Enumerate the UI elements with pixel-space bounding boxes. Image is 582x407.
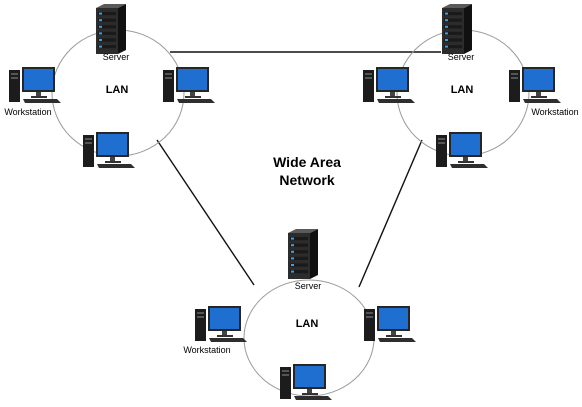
wan-link-3 [358,139,423,288]
wan-title-line1: Wide Area [273,154,341,170]
lan3-workstation-label: Workstation [183,345,231,355]
lan1-workstation-bottom-icon [83,132,135,168]
lan2-server-icon [442,4,472,54]
wan-title: Wide Area Network [273,153,341,189]
wan-title-line2: Network [279,172,335,188]
lan3-workstation-left-icon [195,306,247,342]
lan1-workstation-label: Workstation [4,107,52,117]
lan3-server-label: Server [294,281,322,291]
lan2-workstation-right-icon [509,67,561,103]
lan2-server-label: Server [447,52,475,62]
lan2-lan-label: LAN [450,84,474,96]
lan2-workstation-bottom-icon [436,132,488,168]
lan2-workstation-label: Workstation [531,107,579,117]
lan1-server-icon [96,4,126,54]
lan1-workstation-right-icon [163,67,215,103]
lan3-server-icon [288,229,318,279]
lan2-workstation-left-icon [363,67,415,103]
lan1-workstation-left-icon [9,67,61,103]
wan-link-2 [156,139,255,286]
lan3-workstation-bottom-icon [280,364,332,400]
lan1-server-label: Server [102,52,130,62]
lan3-workstation-right-icon [364,306,416,342]
lan3-lan-label: LAN [295,318,319,330]
lan1-lan-label: LAN [105,84,129,96]
